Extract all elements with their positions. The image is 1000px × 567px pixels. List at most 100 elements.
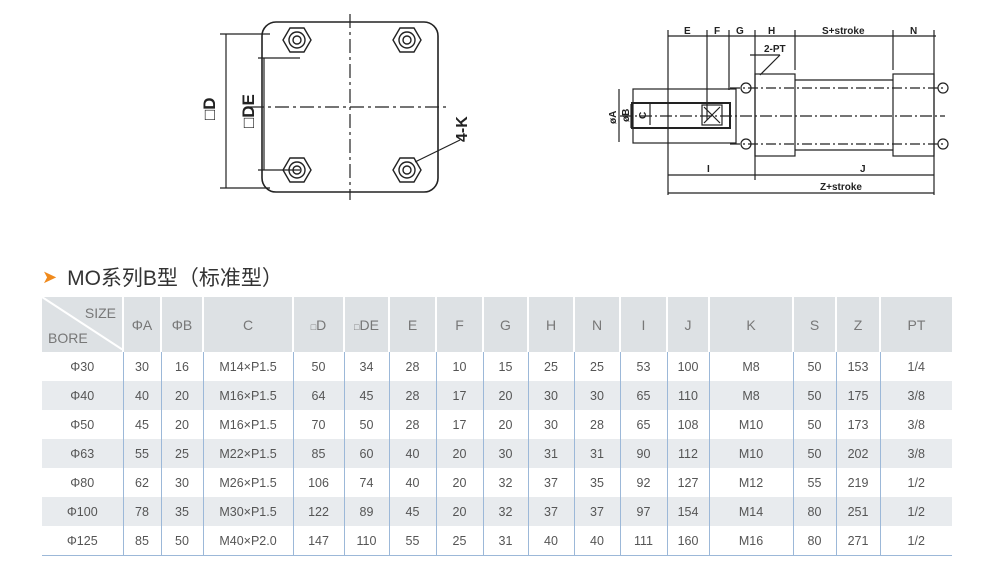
table-cell: 53: [619, 352, 667, 381]
table-cell: 30: [527, 410, 574, 439]
table-cell: 30: [482, 439, 528, 468]
table-cell: 25: [527, 352, 574, 381]
col-header: I: [619, 297, 667, 352]
table-cell: 111: [619, 526, 667, 556]
table-cell: 30: [573, 381, 620, 410]
table-cell: 74: [343, 468, 389, 497]
table-cell: 28: [388, 381, 436, 410]
table-cell: M10: [708, 410, 793, 439]
table-cell: 30: [527, 381, 574, 410]
table-cell: M16: [708, 526, 793, 556]
table-cell: 80: [792, 526, 836, 556]
side-view-drawing: E F G H S+stroke N 2-PT øA øB C I J Z+st…: [608, 26, 949, 195]
table-cell: 50: [792, 410, 836, 439]
table-cell: 32: [482, 497, 528, 526]
table-cell: 219: [835, 468, 880, 497]
table-cell: 50: [792, 381, 836, 410]
table-cell: M16×P1.5: [202, 381, 293, 410]
col-header: F: [435, 297, 483, 352]
col-header: H: [527, 297, 574, 352]
label-f: F: [714, 26, 720, 37]
table-cell: 25: [160, 439, 203, 468]
label-z-stroke: Z+stroke: [820, 182, 862, 193]
table-cell: 92: [619, 468, 667, 497]
label-2pt: 2-PT: [764, 44, 786, 55]
table-cell: 28: [388, 352, 436, 381]
label-4k: 4-K: [454, 116, 471, 142]
table-cell: 25: [573, 352, 620, 381]
table-cell: 62: [122, 468, 161, 497]
table-cell: M8: [708, 352, 793, 381]
table-cell: 3/8: [879, 439, 952, 468]
section-title: ➤ MO系列B型（标准型）: [42, 262, 283, 292]
table-cell: 55: [792, 468, 836, 497]
table-cell: 17: [435, 381, 483, 410]
label-a: øA: [608, 111, 619, 124]
bore-cell: Φ40: [42, 381, 123, 410]
table-cell: M16×P1.5: [202, 410, 293, 439]
table-cell: 97: [619, 497, 667, 526]
table-cell: 40: [573, 526, 620, 556]
table-cell: 153: [835, 352, 880, 381]
table-cell: 50: [160, 526, 203, 556]
table-cell: 100: [666, 352, 709, 381]
table-cell: 15: [482, 352, 528, 381]
table-cell: 25: [435, 526, 483, 556]
table-cell: 202: [835, 439, 880, 468]
table-header-row: SIZE BORE ΦA ΦB C □D □DE E F G H N I J K…: [42, 297, 952, 352]
table-cell: 106: [292, 468, 344, 497]
bore-cell: Φ125: [42, 526, 123, 556]
col-header: ΦB: [160, 297, 203, 352]
table-cell: 55: [388, 526, 436, 556]
col-header: G: [482, 297, 528, 352]
table-cell: 65: [619, 381, 667, 410]
table-cell: 32: [482, 468, 528, 497]
table-cell: 80: [792, 497, 836, 526]
bore-cell: Φ50: [70, 417, 95, 432]
table-cell: 122: [292, 497, 344, 526]
corner-header: SIZE BORE: [42, 297, 123, 352]
table-cell: 1/2: [879, 497, 952, 526]
col-header: □DE: [343, 297, 389, 352]
label-de: □DE: [239, 94, 258, 128]
table-cell: 147: [292, 526, 344, 556]
table-cell: 31: [573, 439, 620, 468]
label-i: I: [707, 164, 710, 175]
table-cell: 20: [435, 439, 483, 468]
table-cell: 31: [482, 526, 528, 556]
label-e: E: [684, 26, 691, 37]
table-cell: 10: [435, 352, 483, 381]
table-cell: 251: [835, 497, 880, 526]
table-cell: 154: [666, 497, 709, 526]
table-cell: 45: [122, 410, 161, 439]
table-cell: 28: [573, 410, 620, 439]
table-cell: 89: [343, 497, 389, 526]
table-cell: M10: [708, 439, 793, 468]
table-cell: 50: [343, 410, 389, 439]
table-cell: 20: [160, 381, 203, 410]
table-cell: 30: [122, 352, 161, 381]
label-d: □D: [200, 97, 219, 120]
col-header: E: [388, 297, 436, 352]
table-cell: 3/8: [879, 381, 952, 410]
col-header: S: [792, 297, 836, 352]
table-cell: 90: [619, 439, 667, 468]
table-cell: 45: [388, 497, 436, 526]
col-header: □D: [292, 297, 344, 352]
col-header: Z: [835, 297, 880, 352]
col-header: N: [573, 297, 620, 352]
table-cell: 271: [835, 526, 880, 556]
table-cell: 110: [343, 526, 389, 556]
table-cell: 70: [292, 410, 344, 439]
label-b: øB: [621, 109, 632, 122]
table-cell: 1/2: [879, 468, 952, 497]
label-s-stroke: S+stroke: [822, 26, 865, 37]
table-cell: M12: [708, 468, 793, 497]
table-cell: M40×P2.0: [202, 526, 293, 556]
bore-cell: Φ100: [42, 497, 123, 526]
